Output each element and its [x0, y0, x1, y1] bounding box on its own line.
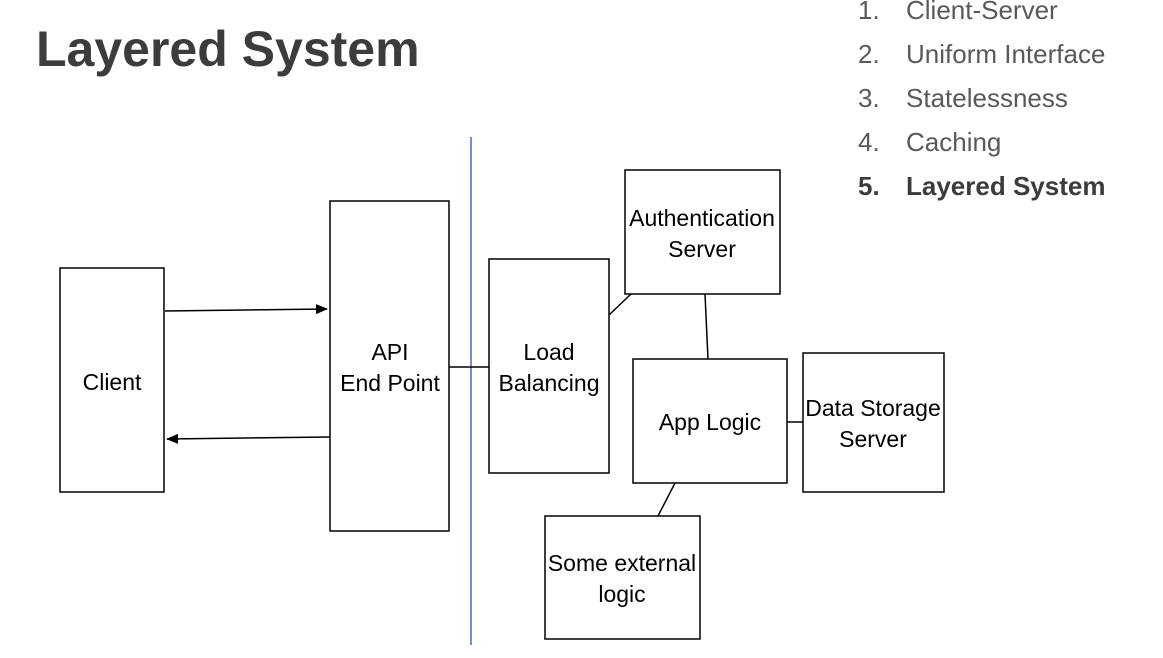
- load-balancing-label-line-1: Load: [523, 339, 574, 365]
- constraint-item-caching: 4. Caching: [858, 120, 1105, 164]
- constraint-number: 4.: [858, 127, 880, 157]
- data-storage-server-label-line-2: Server: [839, 426, 907, 452]
- app-logic-label: App Logic: [659, 409, 761, 435]
- client-node: Client: [59, 267, 165, 493]
- constraint-label: Layered System: [906, 171, 1106, 201]
- external-logic-node: Some external logic: [544, 515, 701, 640]
- authentication-server-label-line-2: Server: [668, 236, 736, 262]
- api-endpoint-label-line-2: End Point: [340, 370, 440, 396]
- constraint-number: 2.: [858, 39, 880, 69]
- api-endpoint-label-line-1: API: [371, 339, 408, 365]
- slide-title: Layered System: [36, 21, 420, 77]
- app-logic-node: App Logic: [632, 358, 788, 484]
- authentication-server-node: Authentication Server: [624, 169, 781, 295]
- request-arrow: [164, 304, 328, 315]
- constraint-item-uniform-interface: 2. Uniform Interface: [858, 32, 1105, 76]
- authentication-server-label-line-1: Authentication: [629, 205, 775, 231]
- external-logic-label-line-1: Some external: [548, 550, 696, 576]
- load-balancing-label-line-2: Balancing: [498, 370, 599, 396]
- app-logic-to-external-connector: [657, 482, 676, 517]
- constraint-number: 1.: [858, 0, 880, 25]
- constraint-number: 5.: [858, 171, 880, 201]
- api-endpoint-node: API End Point: [329, 200, 450, 532]
- constraint-label: Client-Server: [906, 0, 1058, 25]
- client-label: Client: [83, 369, 142, 395]
- constraint-item-statelessness: 3. Statelessness: [858, 76, 1105, 120]
- data-storage-server-node: Data Storage Server: [802, 352, 945, 493]
- data-storage-server-label-line-1: Data Storage: [805, 395, 941, 421]
- constraint-label: Caching: [906, 127, 1002, 157]
- auth-to-app-logic-connector: [704, 293, 709, 360]
- constraint-label: Statelessness: [906, 83, 1068, 113]
- constraint-item-client-server: 1. Client-Server: [858, 0, 1105, 32]
- load-balancing-node: Load Balancing: [488, 258, 610, 474]
- response-arrow: [166, 433, 331, 444]
- load-balancer-to-auth-connector: [608, 293, 632, 316]
- constraint-list: 1. Client-Server 2. Uniform Interface 3. St…: [858, 0, 1105, 208]
- constraint-label: Uniform Interface: [906, 39, 1106, 69]
- constraint-number: 3.: [858, 83, 880, 113]
- external-logic-label-line-2: logic: [598, 581, 645, 607]
- constraint-item-layered-system: 5. Layered System: [858, 164, 1105, 208]
